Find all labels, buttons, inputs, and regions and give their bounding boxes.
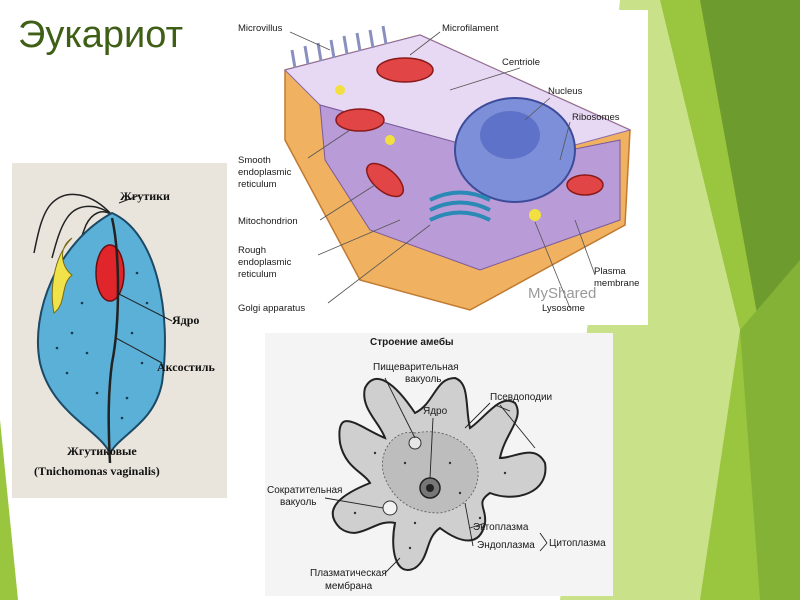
label-lysosome: Lysosome xyxy=(542,303,585,314)
trichomonas-figure: Жгутики Ядро Аксостиль Жгутиковые (Tnich… xyxy=(12,163,227,498)
animal-cell-figure: Microvillus Microfilament Centriole Nucl… xyxy=(230,10,648,325)
amoeba-drawing: Строение амебы Пищеварительная вакуоль Я… xyxy=(265,333,613,596)
label-plasma-1: Plasma xyxy=(594,266,626,277)
label-microfilament: Microfilament xyxy=(442,23,499,34)
label-rough-er-1: Rough xyxy=(238,245,266,256)
mitochondrion-shape xyxy=(567,175,603,195)
label-mitochondrion: Mitochondrion xyxy=(238,216,298,227)
nucleolus-shape xyxy=(426,484,434,492)
label-contractile-1: Сократительная xyxy=(267,485,342,496)
label-species: (Tnichomonas vaginalis) xyxy=(34,464,160,478)
nucleolus-shape xyxy=(480,111,540,159)
label-ribosomes: Ribosomes xyxy=(572,112,620,123)
contractile-vacuole-shape xyxy=(383,501,397,515)
digestive-vacuole-shape xyxy=(409,437,421,449)
label-golgi: Golgi apparatus xyxy=(238,303,305,314)
label-plasma-2: membrane xyxy=(594,278,639,289)
trichomonas-drawing: Жгутики Ядро Аксостиль Жгутиковые (Tnich… xyxy=(12,163,227,498)
light-green-shape xyxy=(660,0,800,600)
slide-title: Эукариот xyxy=(18,14,183,57)
label-rough-er-2: endoplasmic xyxy=(238,257,292,268)
animal-cell-drawing: Microvillus Microfilament Centriole Nucl… xyxy=(230,10,648,325)
label-centriole: Centriole xyxy=(502,57,540,68)
dark-green-shape xyxy=(700,0,800,330)
label-nucleus: Ядро xyxy=(172,313,199,327)
label-contractile-2: вакуоль xyxy=(280,497,317,508)
label-smooth-er-3: reticulum xyxy=(238,179,277,190)
label-cytoplasm: Цитоплазма xyxy=(549,538,606,549)
label-axostyle: Аксостиль xyxy=(157,360,215,374)
label-digestive-2: вакуоль xyxy=(405,374,442,385)
amoeba-figure: Строение амебы Пищеварительная вакуоль Я… xyxy=(265,333,613,596)
label-smooth-er-2: endoplasmic xyxy=(238,167,292,178)
mid-green-shape xyxy=(740,260,800,600)
label-group: Жгутиковые xyxy=(67,444,137,458)
mitochondrion-shape xyxy=(336,109,384,131)
label-pseudopodia: Псевдоподии xyxy=(490,392,552,403)
label-endoplasm: Эндоплазма xyxy=(477,540,535,551)
label-smooth-er-1: Smooth xyxy=(238,155,271,166)
label-flagella: Жгутики xyxy=(120,189,170,203)
label-microvillus: Microvillus xyxy=(238,23,283,34)
lysosome-shape xyxy=(529,209,541,221)
label-nucleus: Nucleus xyxy=(548,86,583,97)
label-ectoplasm: Эктоплазма xyxy=(473,522,529,533)
vesicle-shape xyxy=(335,85,345,95)
cell-body xyxy=(38,213,165,453)
nucleus-shape xyxy=(96,245,124,301)
vesicle-shape xyxy=(385,135,395,145)
label-nucleus: Ядро xyxy=(423,406,448,417)
mitochondrion-shape xyxy=(377,58,433,82)
label-membrane-2: мембрана xyxy=(325,580,373,592)
label-digestive-1: Пищеварительная xyxy=(373,362,459,373)
watermark: MyShared xyxy=(528,285,596,302)
amoeba-title: Строение амебы xyxy=(370,336,454,348)
label-rough-er-3: reticulum xyxy=(238,269,277,280)
label-membrane-1: Плазматическая xyxy=(310,568,387,579)
